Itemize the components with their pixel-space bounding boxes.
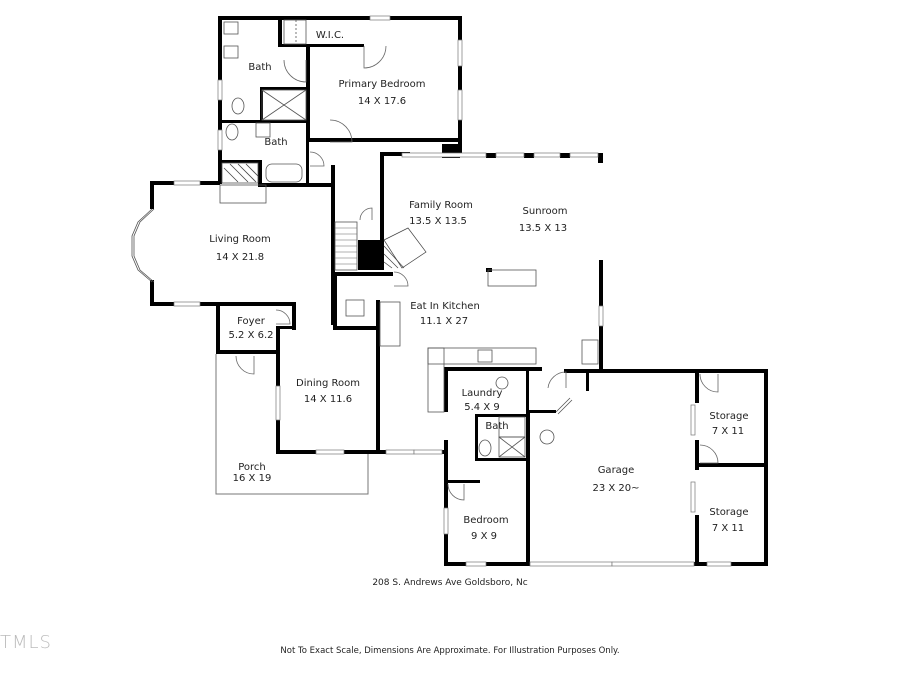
room-dims: 13.5 X 13	[519, 223, 567, 234]
room-name: Bath	[485, 421, 508, 432]
doors	[235, 45, 719, 501]
room-dims: 7 X 11	[712, 426, 744, 437]
room-name: Bath	[264, 137, 287, 148]
room-name: Bath	[248, 62, 271, 73]
room-name: Dining Room	[296, 378, 360, 389]
room-name: Storage	[709, 411, 748, 422]
room-dims: 13.5 X 13.5	[409, 216, 467, 227]
room-name: Porch	[238, 462, 266, 473]
room-dims: 5.2 X 6.2	[228, 330, 273, 341]
room-name: Eat In Kitchen	[410, 301, 480, 312]
room-dims: 5.4 X 9	[464, 402, 499, 413]
room-name: W.I.C.	[316, 30, 344, 41]
bay-window	[131, 208, 155, 283]
room-name: Garage	[598, 465, 635, 476]
room-dims: 11.1 X 27	[420, 316, 468, 327]
porch-outline	[215, 354, 369, 495]
room-dims: 23 X 20~	[592, 483, 639, 494]
mls-logo: TMLS	[0, 632, 52, 653]
room-name: Bedroom	[463, 515, 508, 526]
room-dims: 7 X 11	[712, 523, 744, 534]
room-dims: 14 X 11.6	[304, 394, 352, 405]
room-name: Primary Bedroom	[338, 79, 425, 90]
room-name: Laundry	[462, 388, 503, 399]
windows	[173, 15, 732, 567]
room-dims: 14 X 21.8	[216, 252, 264, 263]
room-name: Foyer	[237, 316, 266, 327]
fixtures	[219, 19, 599, 458]
scale-disclaimer: Not To Exact Scale, Dimensions Are Appro…	[280, 646, 620, 656]
room-name: Storage	[709, 507, 748, 518]
room-name: Living Room	[209, 234, 270, 245]
room-name: Family Room	[409, 200, 473, 211]
room-dims: 9 X 9	[471, 531, 497, 542]
property-address: 208 S. Andrews Ave Goldsboro, Nc	[372, 578, 528, 588]
room-name: Sunroom	[523, 206, 568, 217]
room-labels: W.I.C. Bath Primary Bedroom 14 X 17.6 Ba…	[209, 30, 748, 542]
room-dims: 16 X 19	[233, 473, 272, 484]
room-dims: 14 X 17.6	[358, 96, 406, 107]
